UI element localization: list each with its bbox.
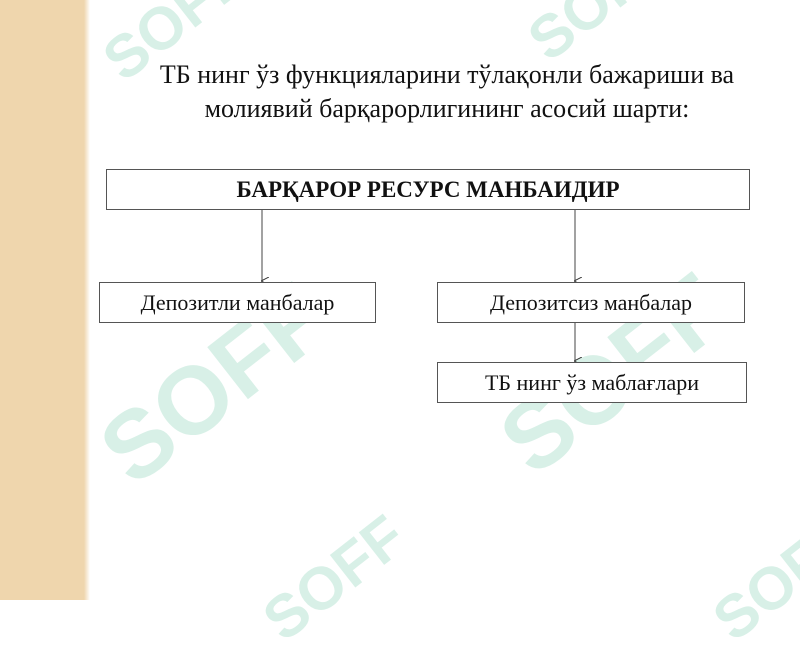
title-line-1: ТБ нинг ўз функцияларини тўлақонли бажар… <box>159 60 735 89</box>
node-non-deposit-sources: Депозитсиз манбалар <box>437 282 745 323</box>
node-own-funds: ТБ нинг ўз маблағлари <box>437 362 747 403</box>
slide-title: ТБ нинг ўз функцияларини тўлақонли бажар… <box>100 58 794 126</box>
node-deposit-sources: Депозитли манбалар <box>99 282 376 323</box>
watermark: SOFF <box>700 502 800 654</box>
left-decorative-strip <box>0 0 88 600</box>
watermark: SOFF <box>250 502 418 654</box>
title-line-2: молиявий барқарорлигининг асосий шарти: <box>204 94 690 123</box>
left-strip-gradient-edge <box>84 0 90 600</box>
root-node-stable-resource-source: БАРҚАРОР РЕСУРС МАНБАИДИР <box>106 169 750 210</box>
